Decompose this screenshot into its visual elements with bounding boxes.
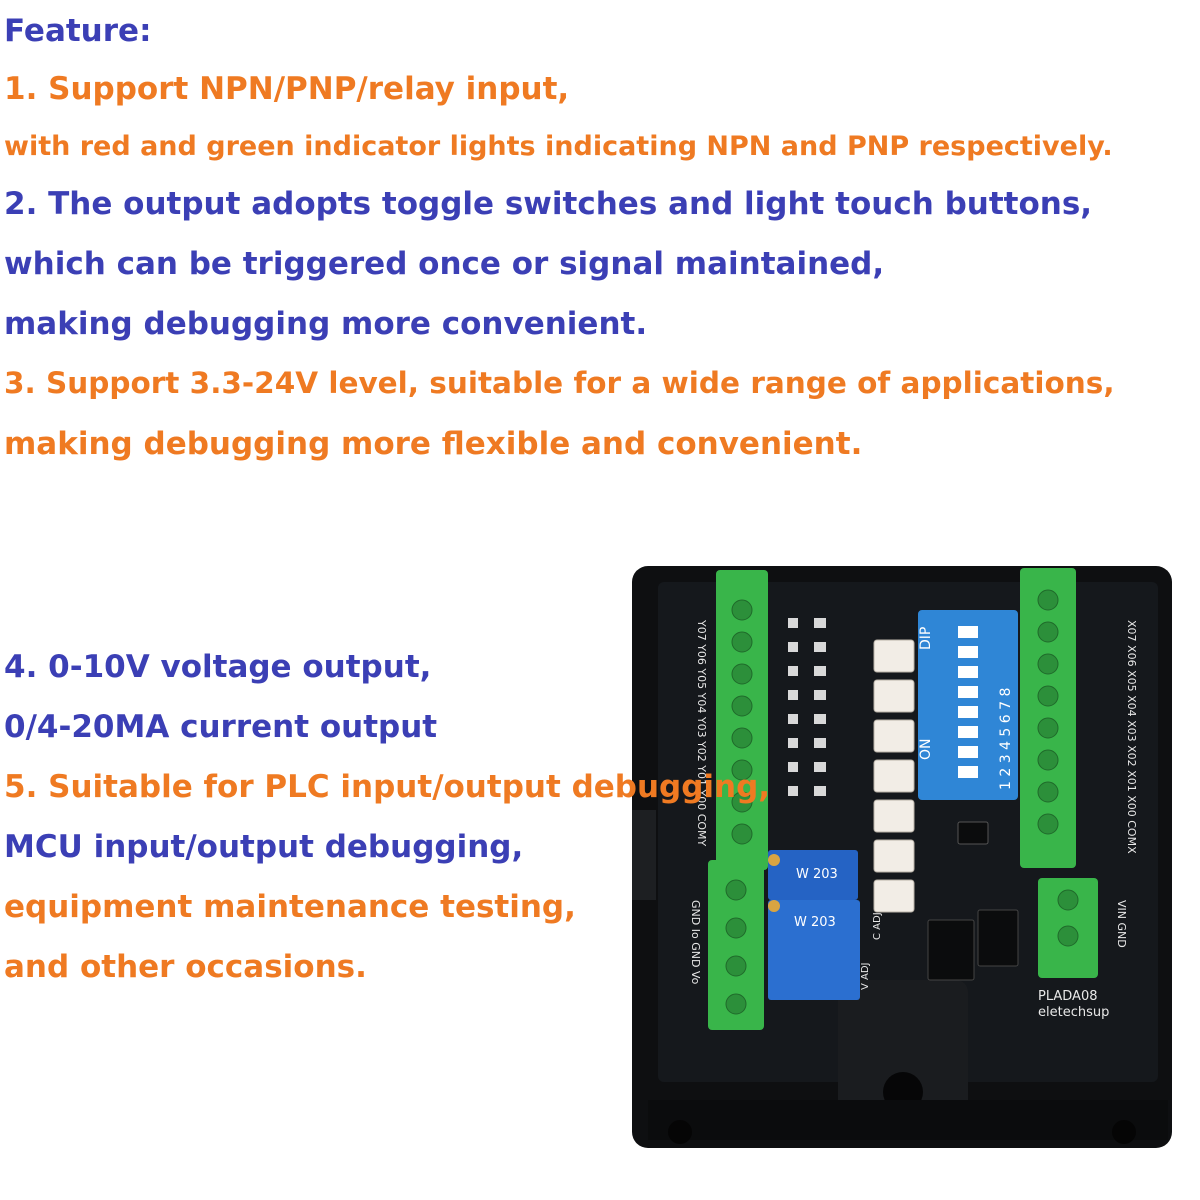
output-terminal-labels: GND Io GND Vo [689,900,702,985]
feature-line-5-detail-c: and other occasions. [4,949,367,985]
feature-line-1: 1. Support NPN/PNP/relay input, [4,71,570,107]
feature-line-4: 4. 0-10V voltage output, [4,649,432,685]
feature-line-3-detail: making debugging more flexible and conve… [4,426,863,462]
feature-line-2-detail-a: which can be triggered once or signal ma… [4,246,885,282]
feature-line-5: 5. Suitable for PLC input/output debuggi… [4,769,771,805]
feature-line-5-detail-b: equipment maintenance testing, [4,889,576,925]
right-terminal-block [1020,568,1076,868]
feature-line-1-detail: with red and green indicator lights indi… [4,131,1113,162]
dip-label: DIP [918,627,934,650]
pot-adj-label-1: V ADJ [860,962,871,990]
pot-adj-label-2: C ADJ [872,912,883,940]
dip-switch: DIP ON 1 2 3 4 5 6 7 8 [918,610,1018,800]
feature-line-2-detail-b: making debugging more convenient. [4,306,648,342]
feature-line-3: 3. Support 3.3-24V level, suitable for a… [4,366,1115,400]
right-terminal-labels: X07 X06 X05 X04 X03 X02 X01 X00 COMX [1125,620,1138,854]
left-terminal-labels: Y07 Y06 Y05 Y04 Y03 Y02 Y01 Y00 COMY [695,619,708,847]
feature-line-4-detail: 0/4-20MA current output [4,709,438,745]
board-model-label: PLADA08 [1038,989,1098,1004]
feature-line-5-detail-a: MCU input/output debugging, [4,829,524,865]
power-terminal-block [1038,878,1098,978]
dip-on-label: ON [918,739,934,761]
power-terminal-labels: VIN GND [1115,900,1128,948]
ic-chips [927,821,1019,981]
tact-buttons [873,639,915,913]
pot-label-2: W 203 [794,915,836,930]
led-indicators [788,618,826,796]
product-board-image: Y07 Y06 Y05 Y04 Y03 Y02 Y01 Y00 COMY GND… [618,560,1178,1155]
dip-numbers: 1 2 3 4 5 6 7 8 [998,688,1014,790]
left-terminal-block [716,570,768,870]
feature-line-2: 2. The output adopts toggle switches and… [4,186,1093,222]
feature-heading: Feature: [4,13,152,49]
potentiometers: W 203 W 203 V ADJ C ADJ [768,850,883,1000]
analog-terminal-block [708,860,764,1030]
pot-label-1: W 203 [796,867,838,882]
board-brand-label: eletechsup [1038,1005,1109,1020]
